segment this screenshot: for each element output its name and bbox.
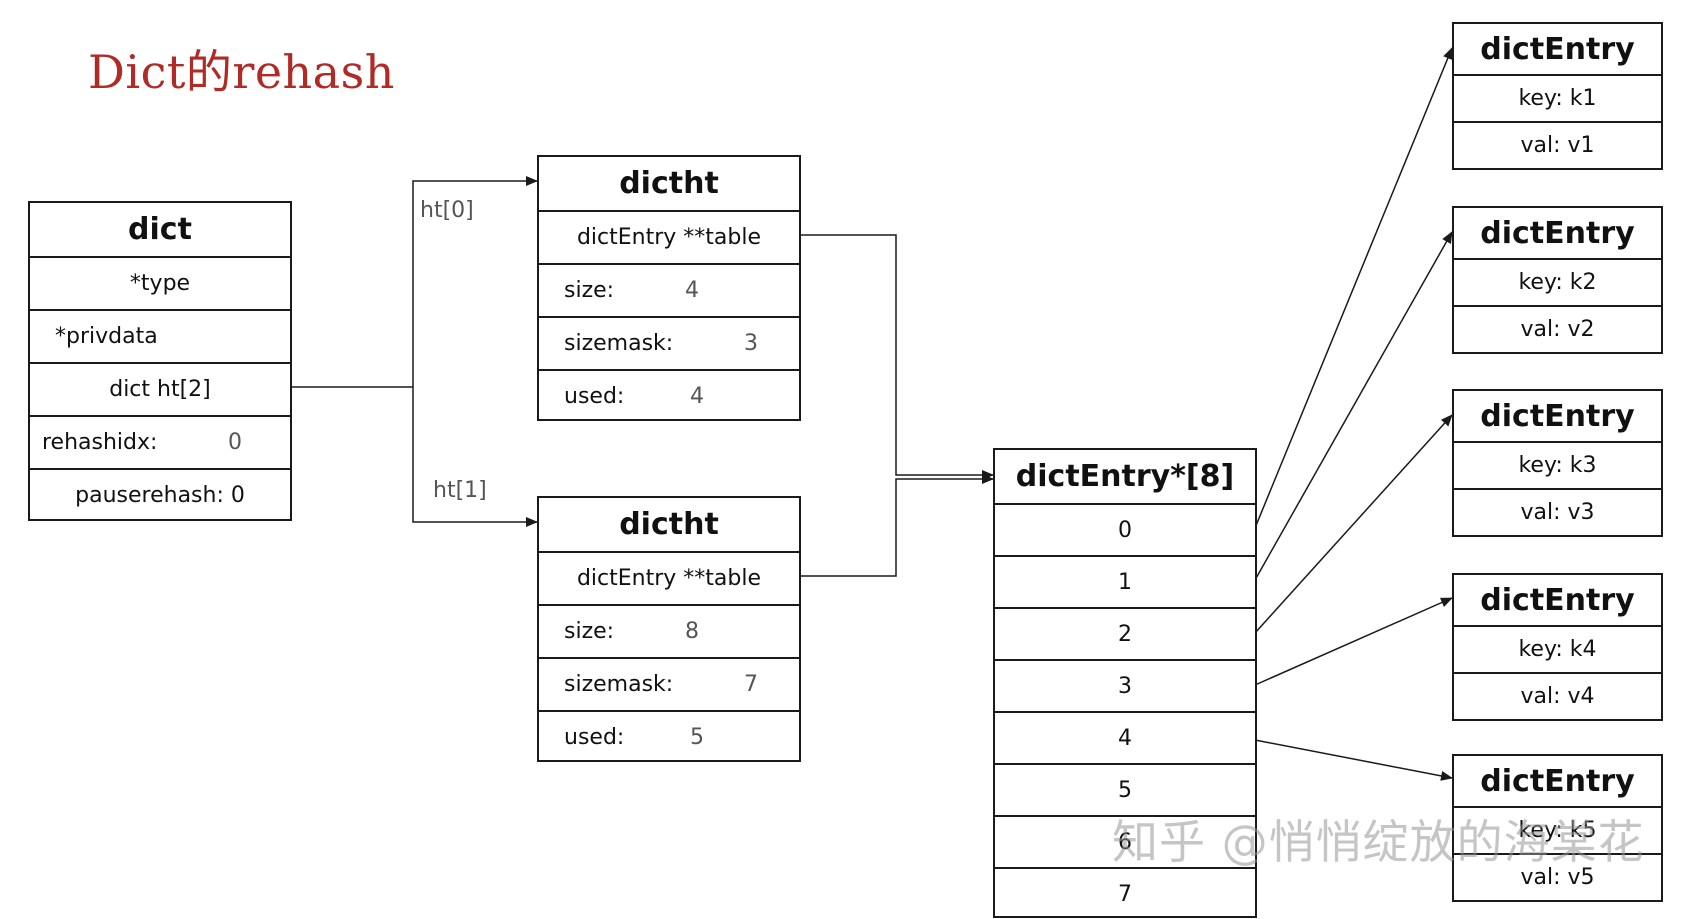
dict-header: dict bbox=[128, 212, 192, 247]
dictht-1-used-label: used: bbox=[564, 725, 625, 750]
dictht-1-size-label: size: bbox=[564, 619, 615, 644]
link-slot2-entry3 bbox=[1254, 414, 1453, 634]
dict-entry-3: dictEntry key: k3 val: v3 bbox=[1452, 389, 1663, 537]
diagram-title: Dict的rehash bbox=[88, 45, 395, 99]
dict-entry-5-header: dictEntry bbox=[1480, 763, 1635, 799]
dictht-1-table-field: dictEntry **table bbox=[539, 551, 799, 604]
dict-entry-1-header: dictEntry bbox=[1480, 31, 1635, 67]
dictht-0-used-field: used: 4 bbox=[539, 369, 799, 422]
bucket-array: dictEntry*[8] 0 1 2 3 4 5 6 7 bbox=[993, 448, 1257, 918]
dict-entry-5: dictEntry key: k5 val: v5 bbox=[1452, 754, 1663, 902]
bucket-slot-6: 6 bbox=[995, 815, 1255, 867]
dict-entry-2-key: key: k2 bbox=[1454, 258, 1661, 305]
dict-entry-5-val: val: v5 bbox=[1454, 853, 1661, 900]
bucket-slot-7: 7 bbox=[995, 867, 1255, 919]
ht1-label: ht[1] bbox=[433, 478, 487, 503]
bucket-slot-2: 2 bbox=[995, 607, 1255, 659]
rehashidx-value: 0 bbox=[228, 430, 242, 455]
link-ht0 bbox=[412, 176, 538, 387]
link-slot0-entry1 bbox=[1254, 47, 1453, 529]
bucket-slot-4: 4 bbox=[995, 711, 1255, 763]
dictht-0-sizemask-field: sizemask: 3 bbox=[539, 316, 799, 369]
dictht-1-size-field: size: 8 bbox=[539, 604, 799, 657]
bucket-slot-1: 1 bbox=[995, 555, 1255, 607]
dict-privdata-label: *privdata bbox=[55, 324, 158, 349]
link-table0-to-array bbox=[799, 234, 994, 480]
dict-entry-1: dictEntry key: k1 val: v1 bbox=[1452, 22, 1663, 170]
dictht-0-sizemask-value: 3 bbox=[744, 331, 758, 356]
dictht-1-sizemask-value: 7 bbox=[744, 672, 758, 697]
dict-ht-field: dict ht[2] bbox=[30, 362, 290, 415]
dictht-0-used-label: used: bbox=[564, 384, 625, 409]
bucket-slot-0: 0 bbox=[995, 503, 1255, 555]
dict-entry-4: dictEntry key: k4 val: v4 bbox=[1452, 573, 1663, 721]
dict-privdata-field: *privdata bbox=[30, 309, 290, 362]
dictht-0-sizemask-label: sizemask: bbox=[564, 331, 674, 356]
ht0-label: ht[0] bbox=[420, 198, 474, 223]
dict-entry-1-key: key: k1 bbox=[1454, 74, 1661, 121]
link-table1-to-array bbox=[799, 474, 994, 577]
dict-entry-3-val: val: v3 bbox=[1454, 488, 1661, 535]
dictht-0-table-field: dictEntry **table bbox=[539, 210, 799, 263]
dict-entry-4-header: dictEntry bbox=[1480, 582, 1635, 618]
link-ht1 bbox=[412, 387, 538, 527]
dictht-0: dictht dictEntry **table size: 4 sizemas… bbox=[537, 155, 801, 421]
dict-entry-3-header: dictEntry bbox=[1480, 398, 1635, 434]
watermark: 知乎 @悄悄绽放的海棠花 bbox=[1112, 815, 1645, 869]
bucket-array-header: dictEntry*[8] bbox=[1015, 459, 1235, 494]
dict-entry-1-val: val: v1 bbox=[1454, 121, 1661, 168]
dictht-1-header: dictht bbox=[619, 507, 719, 542]
link-slot4-entry5 bbox=[1254, 739, 1453, 781]
dictht-0-header: dictht bbox=[619, 166, 719, 201]
dictht-0-size-label: size: bbox=[564, 278, 615, 303]
link-slot3-entry4 bbox=[1254, 597, 1453, 686]
dict-entry-5-key: key: k5 bbox=[1454, 806, 1661, 853]
dictht-1-sizemask-field: sizemask: 7 bbox=[539, 657, 799, 710]
dict-rehashidx-field: rehashidx: 0 bbox=[30, 415, 290, 468]
dict-entry-4-key: key: k4 bbox=[1454, 625, 1661, 672]
link-slot1-entry2 bbox=[1254, 231, 1453, 581]
dictht-1-used-field: used: 5 bbox=[539, 710, 799, 763]
dict-entry-2: dictEntry key: k2 val: v2 bbox=[1452, 206, 1663, 354]
dict-entry-2-val: val: v2 bbox=[1454, 305, 1661, 352]
dict-entry-4-val: val: v4 bbox=[1454, 672, 1661, 719]
dictht-0-size-field: size: 4 bbox=[539, 263, 799, 316]
dictht-1-sizemask-label: sizemask: bbox=[564, 672, 674, 697]
dictht-1: dictht dictEntry **table size: 8 sizemas… bbox=[537, 496, 801, 762]
dictht-0-used-value: 4 bbox=[690, 384, 704, 409]
dict-entry-2-header: dictEntry bbox=[1480, 215, 1635, 251]
bucket-slot-3: 3 bbox=[995, 659, 1255, 711]
dictht-1-used-value: 5 bbox=[690, 725, 704, 750]
dictht-0-size-value: 4 bbox=[685, 278, 699, 303]
dictht-1-size-value: 8 bbox=[685, 619, 699, 644]
dict-pauserehash-field: pauserehash: 0 bbox=[30, 468, 290, 521]
dict-struct: dict *type *privdata dict ht[2] rehashid… bbox=[28, 201, 292, 521]
bucket-slot-5: 5 bbox=[995, 763, 1255, 815]
connector-lines bbox=[291, 47, 1453, 781]
rehashidx-label: rehashidx: bbox=[42, 430, 158, 455]
dict-type-field: *type bbox=[30, 256, 290, 309]
dict-entry-3-key: key: k3 bbox=[1454, 441, 1661, 488]
